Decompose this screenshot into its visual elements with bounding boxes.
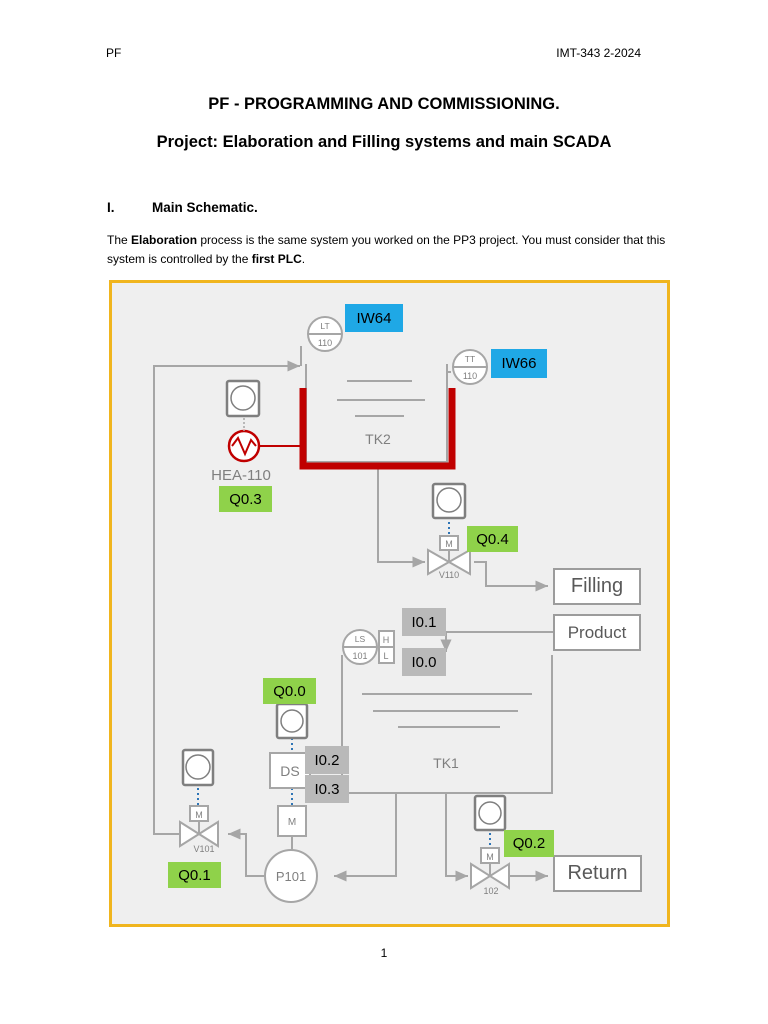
tag-iw66: IW66 xyxy=(491,349,547,378)
filling-line xyxy=(474,561,548,592)
lt-top-label: LT xyxy=(320,321,329,331)
tk2-outlet-line xyxy=(377,462,425,568)
return-box: Return xyxy=(553,855,642,892)
motor-label: M xyxy=(288,817,296,828)
header-right: IMT-343 2-2024 xyxy=(556,46,641,60)
product-label: Product xyxy=(567,622,627,642)
tk1-tank-outline xyxy=(341,655,553,794)
lt-bottom-label: 110 xyxy=(318,338,332,348)
tk1-outlet-line xyxy=(334,793,397,882)
motor-box xyxy=(277,805,307,837)
pump-discharge-line xyxy=(228,828,264,877)
intro-text-3: . xyxy=(301,252,306,266)
intro-text-1: The xyxy=(107,233,132,247)
product-line xyxy=(440,631,553,652)
recirculation-line xyxy=(153,360,300,835)
v110-m-label: M xyxy=(445,539,453,549)
intro-paragraph: The Elaboration process is the same syst… xyxy=(107,231,667,269)
tag-q03: Q0.3 xyxy=(219,486,272,512)
ds-box xyxy=(269,752,311,789)
tag-iw64: IW64 xyxy=(345,304,403,332)
tt-top-label: TT xyxy=(465,354,475,364)
pump-p101-icon xyxy=(264,849,318,903)
v102-label: 102 xyxy=(483,886,498,896)
filling-box: Filling xyxy=(553,568,641,605)
tag-q01: Q0.1 xyxy=(168,862,221,888)
v102-m-label: M xyxy=(486,852,494,862)
tk2-tank-outline xyxy=(305,364,448,463)
ls-top-label: LS xyxy=(355,634,366,644)
ls-h-label: H xyxy=(383,635,390,645)
section-title: Main Schematic. xyxy=(152,200,258,215)
tk1-label: TK1 xyxy=(433,755,459,771)
ls-l-label: L xyxy=(383,651,388,661)
tag-q00: Q0.0 xyxy=(263,678,316,704)
header-left: PF xyxy=(106,46,122,60)
v101-label: V101 xyxy=(193,844,214,854)
section-number: I. xyxy=(107,200,115,215)
page-number: 1 xyxy=(380,946,388,960)
tk2-heater-jacket xyxy=(299,388,456,470)
document-title: PF - PROGRAMMING AND COMMISSIONING. xyxy=(208,95,560,113)
project-title: Project: Elaboration and Filling systems… xyxy=(156,133,612,151)
intro-bold-first-plc: first PLC xyxy=(251,252,302,266)
heater-symbol-icon xyxy=(227,429,261,463)
tk2-label: TK2 xyxy=(365,431,391,447)
ls-bottom-label: 101 xyxy=(352,651,367,661)
intro-bold-elaboration: Elaboration xyxy=(131,233,198,247)
tag-q04: Q0.4 xyxy=(467,526,518,552)
tag-i00: I0.0 xyxy=(402,648,446,676)
heater-label: HEA-110 xyxy=(211,467,271,484)
v101-m-label: M xyxy=(195,810,203,820)
v110-label: V110 xyxy=(439,570,459,580)
return-label: Return xyxy=(567,862,628,884)
tt-bottom-label: 110 xyxy=(463,371,477,381)
ds-label: DS xyxy=(280,763,299,779)
pump-label: P101 xyxy=(276,869,306,884)
intro-text-2: process is the same system you worked on… xyxy=(107,233,666,266)
tag-q02: Q0.2 xyxy=(504,830,554,857)
product-box: Product xyxy=(553,614,641,651)
filling-label: Filling xyxy=(570,575,624,597)
tag-i03: I0.3 xyxy=(305,775,349,803)
tag-i02: I0.2 xyxy=(305,746,349,774)
tk1-return-line xyxy=(445,793,468,882)
tag-i01: I0.1 xyxy=(402,608,446,636)
